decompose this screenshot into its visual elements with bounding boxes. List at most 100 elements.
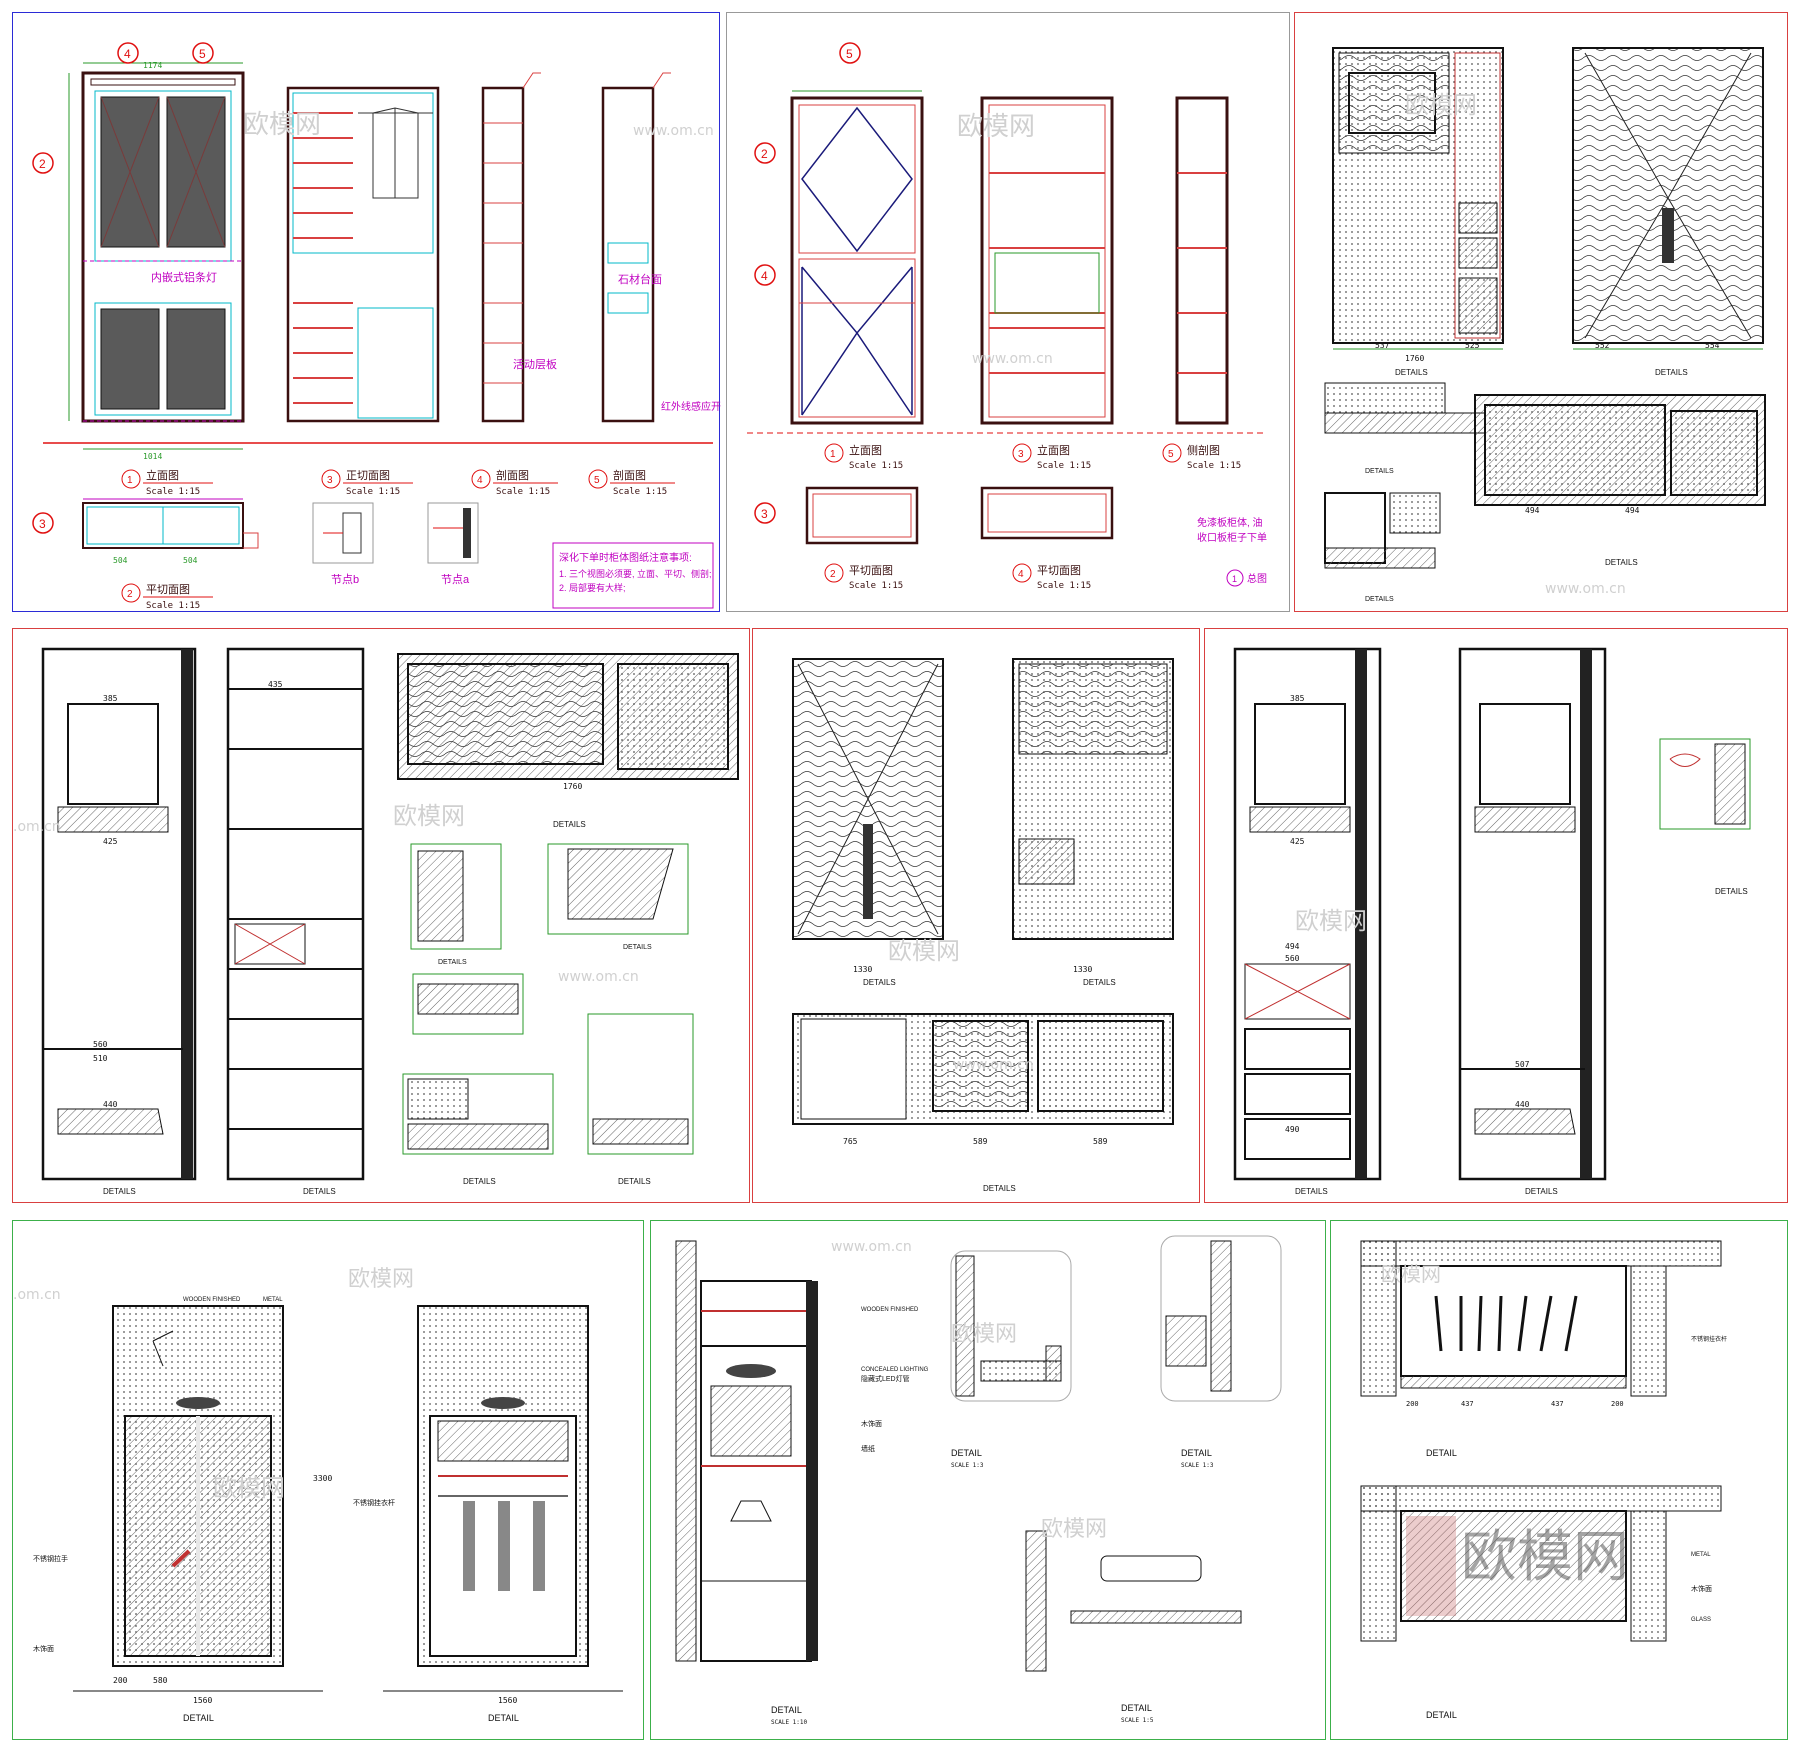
s6-section-c bbox=[1458, 647, 1607, 1181]
s3-plan-detail bbox=[1474, 394, 1766, 506]
svg-text:2: 2 bbox=[761, 147, 768, 161]
sheet-4-details: DETAILS DETAILS DETAILS DETAILS DETAILS … bbox=[12, 628, 750, 1203]
label-infrared: 红外线感应开关 bbox=[661, 400, 721, 413]
elevation-3-section bbox=[286, 86, 440, 423]
s7-detail-2: DETAIL bbox=[488, 1713, 519, 1723]
sheet-6-details: DETAILS DETAILS DETAILS 385 425 560 494 … bbox=[1204, 628, 1788, 1203]
s3-dim-5: 554 bbox=[1705, 341, 1720, 350]
title-4: 4 bbox=[471, 469, 558, 489]
s7-detail-1: DETAIL bbox=[183, 1713, 214, 1723]
svg-text:2: 2 bbox=[39, 157, 46, 171]
s7-dim-4: 580 bbox=[153, 1676, 168, 1685]
watermark-cn: 欧模网 bbox=[243, 110, 321, 140]
dim-plan-b: 504 bbox=[183, 556, 198, 565]
s8-label-wallpaper: 墙纸 bbox=[861, 1444, 875, 1453]
s3-dim-7: 494 bbox=[1625, 506, 1640, 515]
svg-text:4: 4 bbox=[1018, 569, 1024, 580]
s8-watermark-url: www.om.cn bbox=[831, 1239, 912, 1255]
label-shelf: 活动层板 bbox=[513, 357, 557, 371]
s4-dim-1: 385 bbox=[103, 694, 118, 703]
s7-dim-1: 1560 bbox=[193, 1696, 212, 1705]
s8-section bbox=[675, 1240, 818, 1662]
s6-watermark: 欧模网 bbox=[1295, 907, 1367, 935]
node-b-detail bbox=[312, 502, 374, 564]
s2-title-4-scale: Scale 1:15 bbox=[1037, 581, 1091, 591]
s7-label-metal: METAL bbox=[263, 1297, 283, 1303]
s8-detail-a-scale: SCALE 1:3 bbox=[951, 1462, 984, 1469]
s7-label-wooden: WOODEN FINISHED bbox=[183, 1297, 241, 1303]
s6-dim-7: 440 bbox=[1515, 1100, 1530, 1109]
label-led: 内嵌式铝条灯 bbox=[151, 270, 217, 284]
dim-top-width: 1174 bbox=[143, 61, 162, 70]
s4-dim-2: 425 bbox=[103, 837, 118, 846]
s9-label-rod: 不锈钢挂衣杆 bbox=[1691, 1335, 1727, 1343]
sheet-1-drawing: 4 5 2 3 1174 1014 内嵌式铝条灯 bbox=[32, 42, 721, 611]
s4-dim-7: 1760 bbox=[563, 782, 582, 791]
svg-text:4: 4 bbox=[761, 269, 768, 283]
svg-text:5: 5 bbox=[199, 47, 206, 61]
elevation-3-shelves bbox=[980, 96, 1114, 425]
s8-detail-c-title: DETAIL bbox=[1121, 1703, 1152, 1713]
section-4 bbox=[481, 72, 541, 423]
notes-box bbox=[552, 542, 714, 609]
s9-detail-2: DETAIL bbox=[1426, 1710, 1457, 1720]
s8-detail-b-title: DETAIL bbox=[1181, 1448, 1212, 1458]
s2-index: 总图 bbox=[1247, 572, 1267, 585]
sheet-8-drawing: DETAIL SCALE 1:3 DETAIL SCALE 1:3 DETAIL… bbox=[675, 1235, 1282, 1726]
s4-details-h: DETAILS bbox=[618, 1177, 651, 1186]
notes-heading: 深化下单时柜体图纸注意事项: bbox=[559, 551, 692, 564]
section-5 bbox=[601, 72, 671, 423]
s3-elevation-a bbox=[1332, 47, 1504, 350]
s3-details-2: DETAILS bbox=[1655, 368, 1688, 377]
s3-details-1: DETAILS bbox=[1395, 368, 1428, 377]
title-4-name: 剖面图 bbox=[496, 468, 529, 482]
title-1-name: 立面图 bbox=[146, 468, 179, 482]
s4-watermark-url: www.om.cn bbox=[558, 969, 639, 985]
s8-label-lighting: CONCEALED LIGHTING bbox=[861, 1367, 929, 1373]
s5-details-2: DETAILS bbox=[1083, 978, 1116, 987]
s6-details-b: DETAILS bbox=[1295, 1187, 1328, 1196]
title-3-name: 正切面图 bbox=[346, 469, 390, 482]
s8-detail-a-title: DETAIL bbox=[951, 1448, 982, 1458]
s6-dim-2: 425 bbox=[1290, 837, 1305, 846]
s8-detail-b bbox=[1160, 1235, 1282, 1402]
title-2-scale: Scale 1:15 bbox=[146, 601, 200, 611]
title-2-name: 平切面图 bbox=[146, 583, 190, 596]
s6-dim-4: 494 bbox=[1285, 942, 1300, 951]
s2-title-2-scale: Scale 1:15 bbox=[849, 581, 903, 591]
sheet-3-drawing: DETAILS DETAILS DETAILS DETAILS DETAILS … bbox=[1324, 47, 1766, 603]
s3-dim-3: 1760 bbox=[1405, 354, 1424, 363]
s8-detail-a bbox=[950, 1250, 1072, 1402]
s9-watermark-big: 欧模网 bbox=[1461, 1525, 1629, 1590]
s8-watermark: 欧模网 bbox=[951, 1322, 1017, 1347]
s8-detail-main-scale: SCALE 1:10 bbox=[771, 1719, 808, 1726]
svg-text:3: 3 bbox=[761, 507, 768, 521]
title-5-name: 剖面图 bbox=[613, 468, 646, 482]
s4-dim-4: 510 bbox=[93, 1054, 108, 1063]
s3-details-4: DETAILS bbox=[1605, 558, 1638, 567]
watermark-url: www.om.cn bbox=[633, 123, 714, 139]
label-stone: 石材台面 bbox=[618, 272, 662, 286]
title-5: 5 bbox=[588, 469, 675, 489]
s3-details-3: DETAILS bbox=[1365, 468, 1394, 475]
sheet-1-wardrobe-elevations: 4 5 2 3 1174 1014 内嵌式铝条灯 bbox=[12, 12, 721, 612]
s4-details-b: DETAILS bbox=[103, 1187, 136, 1196]
s9-watermark: 欧模网 bbox=[1381, 1262, 1441, 1286]
s9-dim-2: 437 bbox=[1461, 1400, 1474, 1408]
s2-title-3: 立面图 bbox=[1037, 443, 1070, 457]
s3-elevation-b bbox=[1572, 47, 1764, 350]
s5-watermark-url: www.om.cn bbox=[953, 1057, 1034, 1073]
s6-small-detail bbox=[1659, 738, 1751, 830]
s4-watermark-domain: .om.cn bbox=[13, 819, 61, 835]
s5-details-1: DETAILS bbox=[863, 978, 896, 987]
dim-plan-a: 504 bbox=[113, 556, 128, 565]
title-4-scale: Scale 1:15 bbox=[496, 487, 550, 497]
notes-line1: 1. 三个视图必须要, 立面、平切、侧剖; bbox=[559, 568, 712, 579]
s3-dim-2: 525 bbox=[1465, 341, 1480, 350]
s4-detail-blocks bbox=[402, 843, 694, 1155]
s7-elevation-open bbox=[383, 1305, 623, 1692]
sheet-3-details: DETAILS DETAILS DETAILS DETAILS DETAILS … bbox=[1294, 12, 1788, 612]
s8-detail-c bbox=[1025, 1530, 1242, 1672]
s4-details-f: DETAILS bbox=[623, 944, 652, 951]
s9-label-metal: METAL bbox=[1691, 1552, 1711, 1558]
